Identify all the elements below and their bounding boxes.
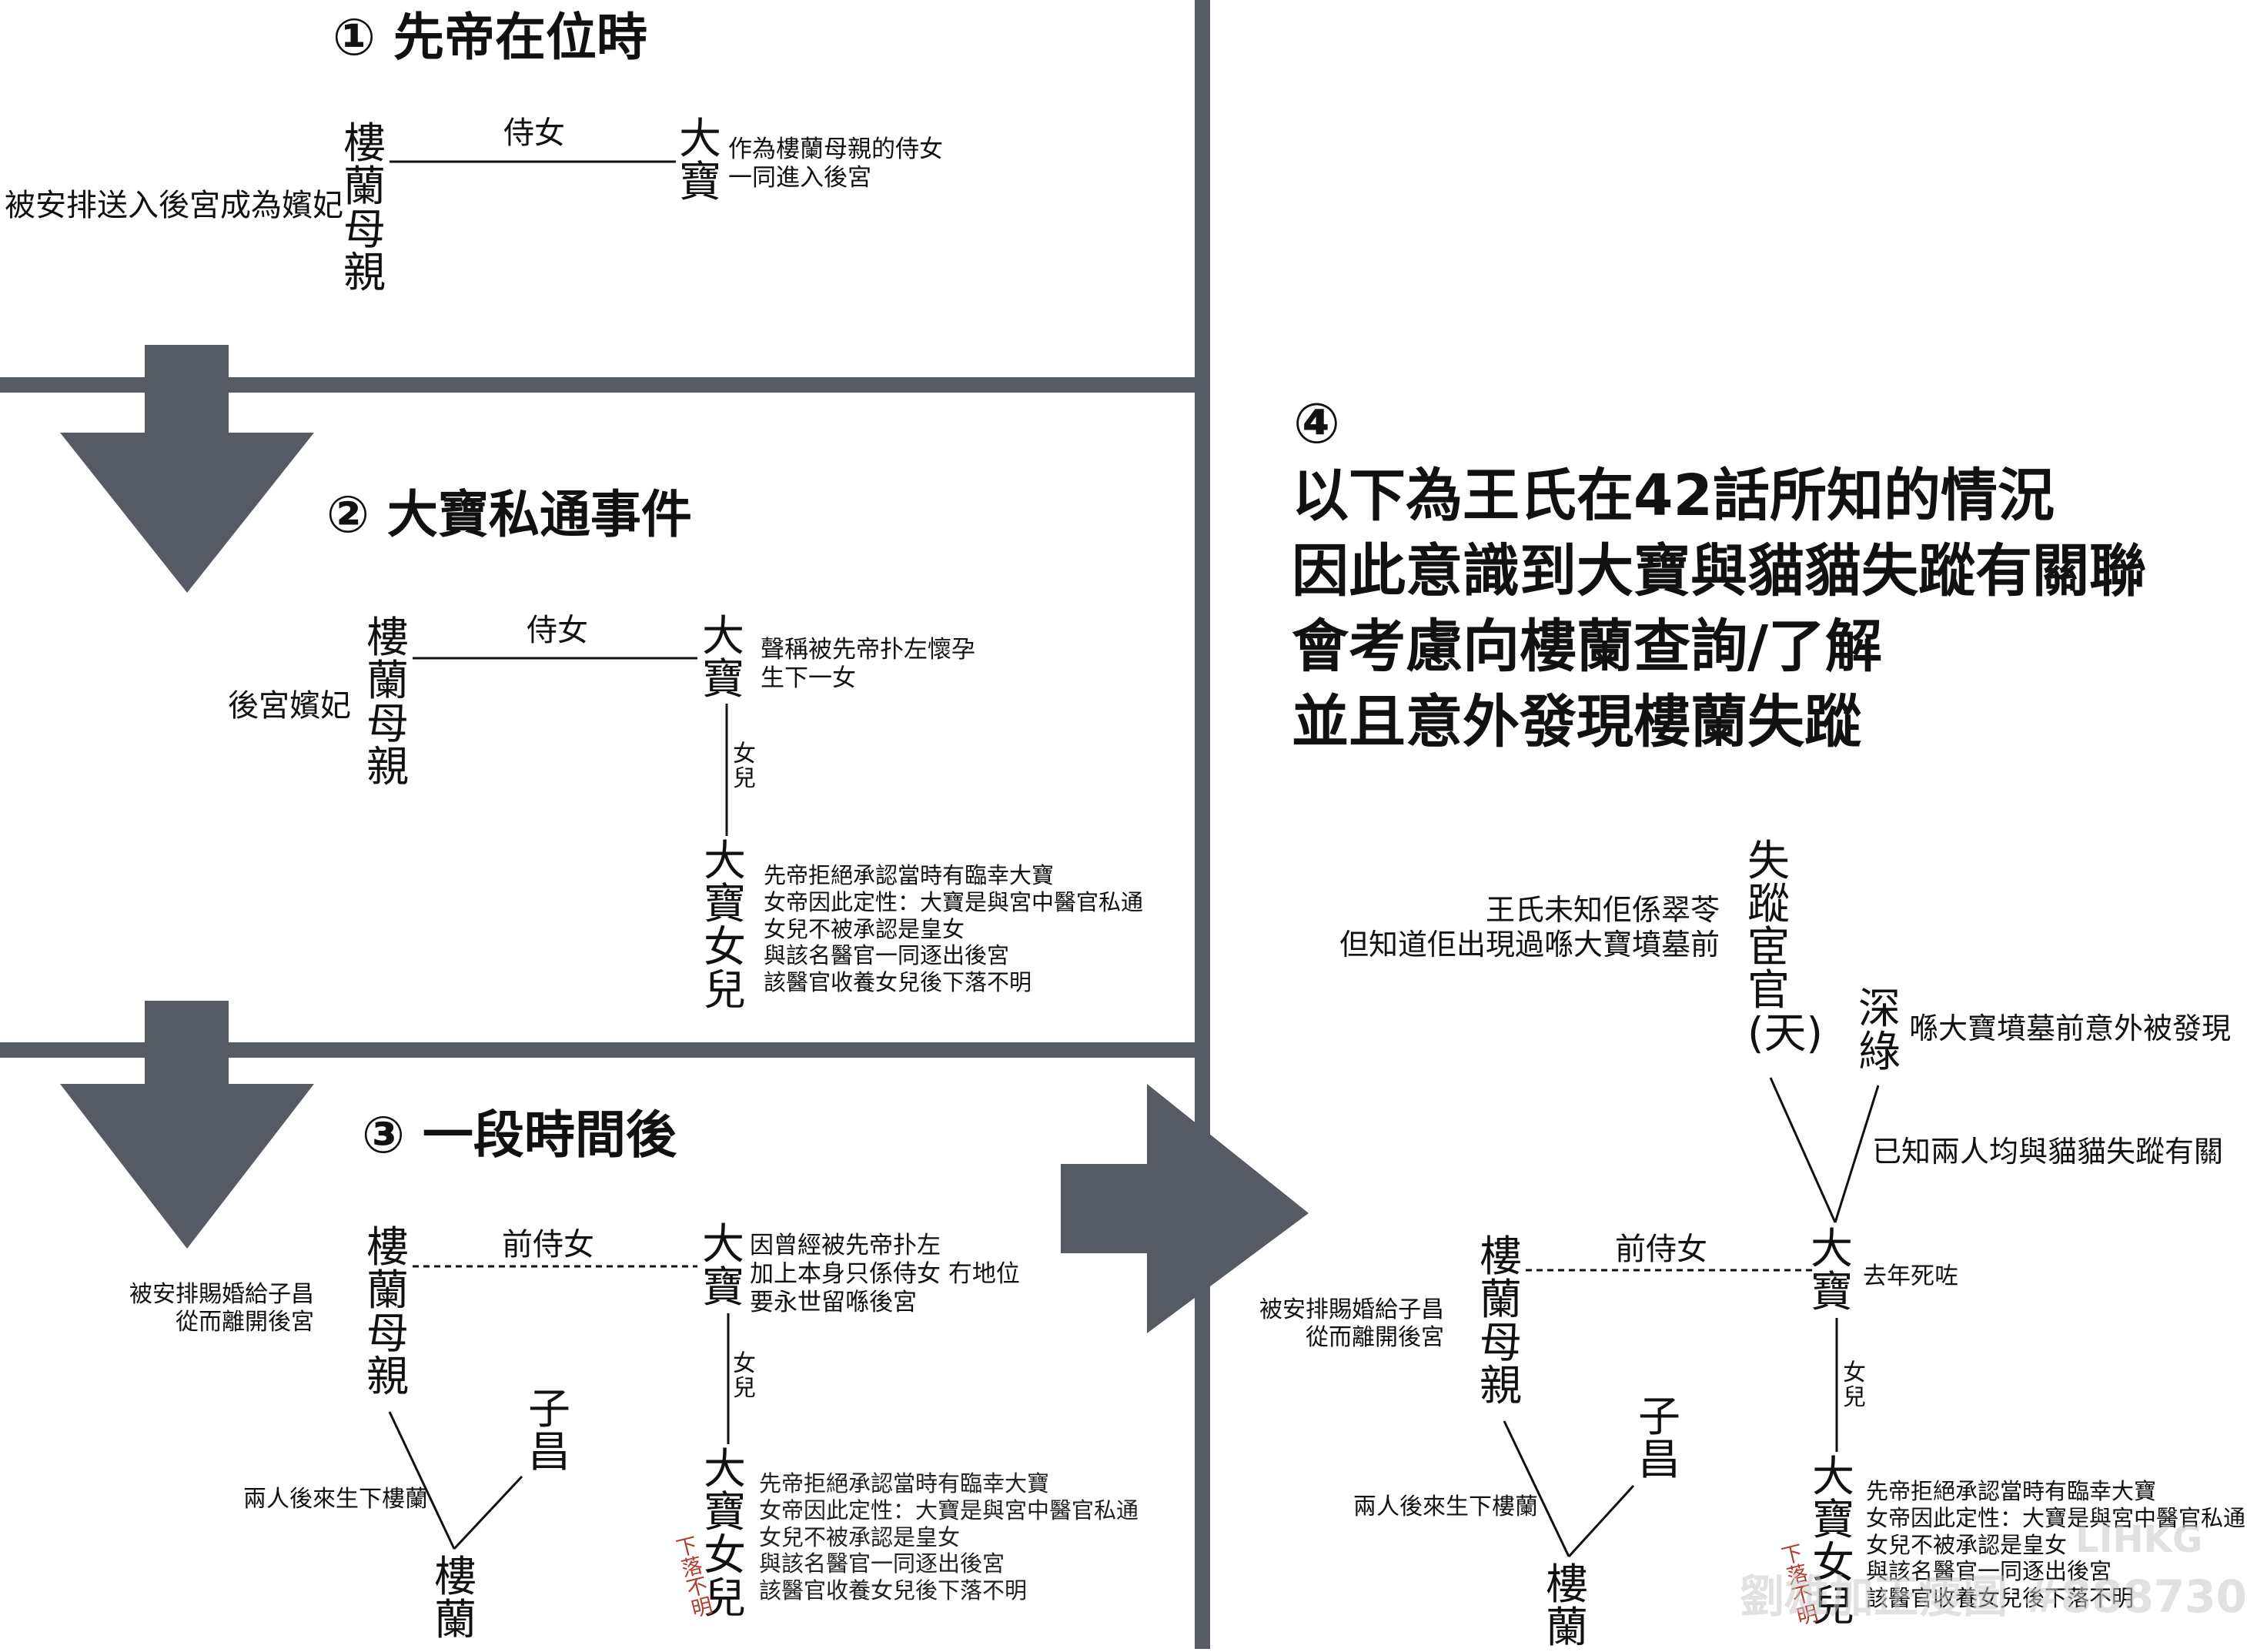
p3-children-note: 兩人後來生下樓蘭 <box>243 1486 428 1513</box>
p2-loulan-mother: 樓 蘭 母 親 <box>366 613 410 792</box>
p3-daughter-note: 先帝拒絕承認當時有臨幸大寶 女帝因此定性：大寶是與宮中醫官私通 女兒不被承認是皇… <box>759 1470 1139 1604</box>
p4-shenlu-note: 喺大寶墳墓前意外被發現 <box>1909 1012 2232 1045</box>
panel4-number: ④ <box>1293 391 1340 456</box>
p3-mother-note: 被安排賜婚給子昌 從而離開後宮 <box>129 1281 314 1336</box>
p3-loulan: 樓 蘭 <box>434 1552 477 1645</box>
p3-zichang: 子 昌 <box>528 1384 571 1477</box>
p4-daughter: 大 寶 女 兒 <box>1812 1452 1855 1631</box>
p1-maid-label: 侍女 <box>503 115 565 151</box>
p4-eunuch-line <box>1769 1077 1837 1223</box>
p3-former-maid-label: 前侍女 <box>502 1227 594 1262</box>
p4-shenlu-line <box>1834 1085 1880 1223</box>
p3-daughter: 大 寶 女 兒 <box>704 1444 747 1624</box>
panel3-title: ③ 一段時間後 <box>362 1105 677 1165</box>
p3-father-child-line <box>453 1475 523 1550</box>
p4-former-maid-label: 前侍女 <box>1615 1232 1707 1267</box>
divider-2-3 <box>0 1042 1201 1058</box>
panel4-line-2: 因此意識到大寶與貓貓失蹤有關聯 <box>1292 538 2146 604</box>
vertical-divider <box>1195 0 1210 1649</box>
p1-dabao-note: 作為樓蘭母親的侍女 一同進入後宮 <box>728 135 943 192</box>
right-arrow <box>1061 1084 1309 1333</box>
p4-dabao-note: 去年死咗 <box>1863 1262 1958 1290</box>
panel4-line-3: 會考慮向樓蘭查詢/了解 <box>1292 614 1883 680</box>
p4-missing-eunuch: 失 蹤 宦 官 (天) <box>1747 836 1823 1058</box>
panel4-line-1: 以下為王氏在42話所知的情況 <box>1292 463 2055 529</box>
down-arrow-2 <box>60 1001 314 1249</box>
divider-1-2 <box>0 377 1201 393</box>
p3-dabao: 大 寶 <box>702 1219 745 1313</box>
p4-mother-note: 被安排賜婚給子昌 從而離開後宮 <box>1259 1296 1444 1351</box>
p4-daughter-rel: 女 兒 <box>1843 1359 1866 1411</box>
p4-father-child-line <box>1567 1484 1635 1558</box>
p2-mother-note: 後宮嬪妃 <box>228 688 351 724</box>
panel2-title: ② 大寶私通事件 <box>326 485 692 544</box>
p1-mother-note: 被安排送入後宮成為嬪妃 <box>5 188 343 223</box>
p2-daughter-note: 先帝拒絕承認當時有臨幸大寶 女帝因此定性：大寶是與宮中醫官私通 女兒不被承認是皇… <box>764 862 1144 996</box>
p4-zichang: 子 昌 <box>1638 1392 1681 1485</box>
p4-both-note: 已知兩人均與貓貓失蹤有關 <box>1872 1135 2224 1169</box>
p3-mother-child-line <box>388 1411 456 1550</box>
p4-loulan-mother: 樓 蘭 母 親 <box>1480 1232 1523 1411</box>
p3-dabao-note: 因曾經被先帝扑左 加上本身只係侍女 冇地位 要永世留喺後宮 <box>750 1232 1020 1317</box>
down-arrow-1 <box>60 345 314 593</box>
p1-dabao: 大 寶 <box>679 114 722 207</box>
p4-eunuch-note: 王氏未知佢係翠苓 但知道佢出現過喺大寶墳墓前 <box>1339 893 1720 961</box>
p2-maid-label: 侍女 <box>527 613 588 648</box>
p3-daughter-rel: 女 兒 <box>733 1350 756 1402</box>
p2-dabao: 大 寶 <box>702 611 745 704</box>
p2-dabao-note: 聲稱被先帝扑左懷孕 生下一女 <box>761 636 975 693</box>
p4-daughter-note: 先帝拒絕承認當時有臨幸大寶 女帝因此定性：大寶是與宮中醫官私通 女兒不被承認是皇… <box>1866 1478 2246 1612</box>
watermark-logo: LIHKG <box>2075 1518 2203 1561</box>
watermark-text: 劉雄加正瘦圖 #888730 <box>1740 1570 2247 1623</box>
p4-shenlu: 深 綠 <box>1858 984 1901 1077</box>
p4-loulan: 樓 蘭 <box>1546 1560 1589 1652</box>
panel4-line-4: 並且意外發現樓蘭失蹤 <box>1292 689 1861 755</box>
p4-dabao: 大 寶 <box>1811 1224 1854 1317</box>
p1-loulan-mother: 樓 蘭 母 親 <box>343 119 386 298</box>
p2-daughter: 大 寶 女 兒 <box>704 836 747 1015</box>
panel1-title: ① 先帝在位時 <box>333 8 647 67</box>
p4-mother-child-line <box>1503 1420 1570 1557</box>
p2-daughter-rel: 女 兒 <box>733 741 756 792</box>
p3-loulan-mother: 樓 蘭 母 親 <box>366 1222 410 1402</box>
p4-children-note: 兩人後來生下樓蘭 <box>1353 1493 1538 1520</box>
